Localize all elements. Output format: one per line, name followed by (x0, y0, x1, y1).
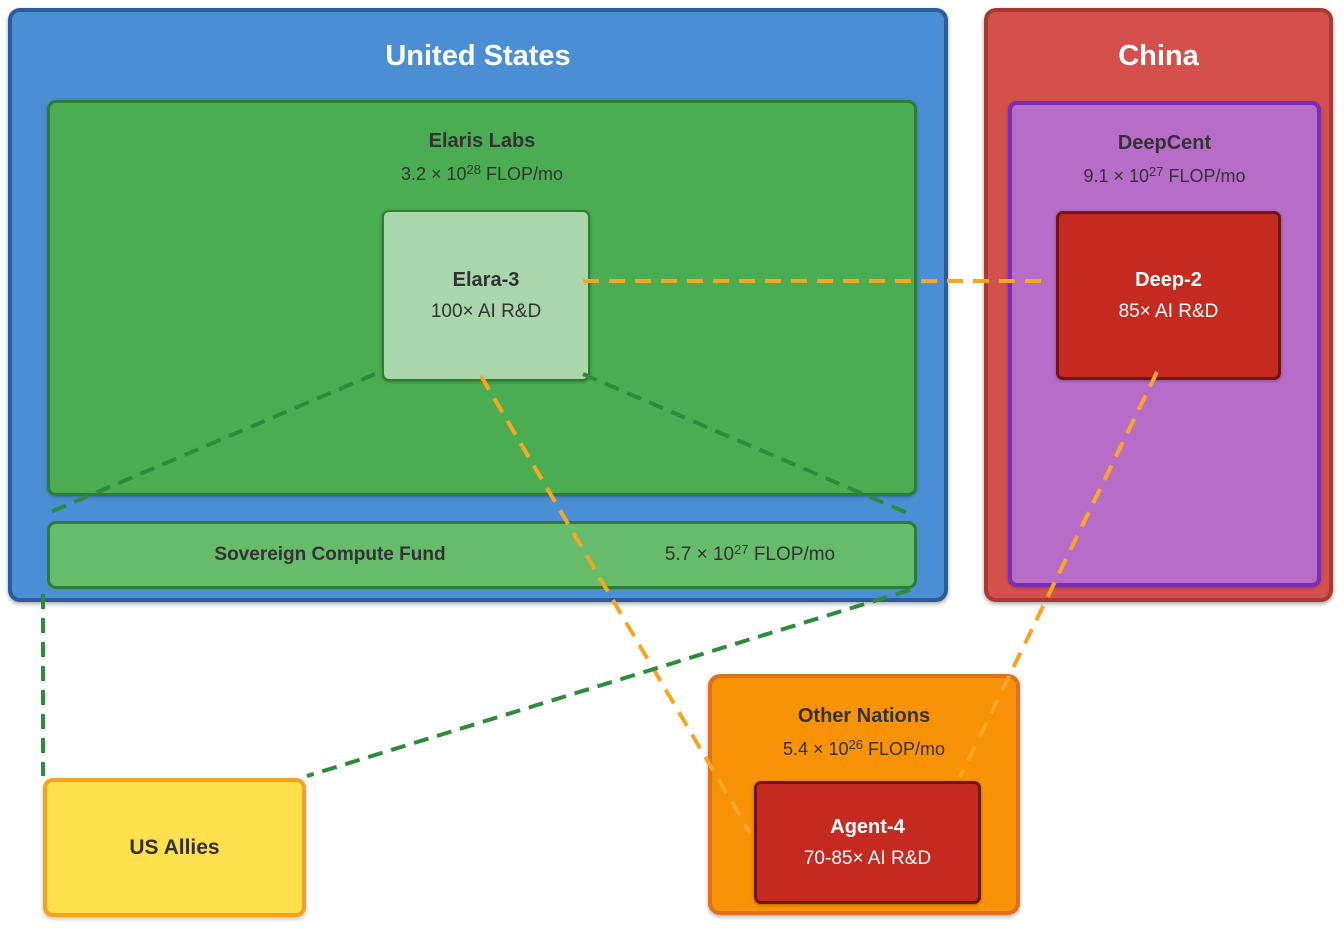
china-title: China (1118, 40, 1199, 72)
other-nations-compute: 5.4 × 1026 FLOP/mo (712, 738, 1016, 760)
deepcent-compute: 9.1 × 1027 FLOP/mo (1012, 165, 1317, 187)
elaris-labs-box: Elaris Labs 3.2 × 1028 FLOP/mo Elara-3 1… (47, 100, 917, 496)
sovereign-compute-fund-title: Sovereign Compute Fund (214, 544, 446, 565)
elaris-labs-compute: 3.2 × 1028 FLOP/mo (50, 163, 914, 185)
us-allies-title: US Allies (129, 835, 220, 859)
deep2-title: Deep-2 (1135, 269, 1202, 291)
elara3-model-box: Elara-3 100× AI R&D (382, 210, 590, 381)
other-nations-header: Other Nations 5.4 × 1026 FLOP/mo (712, 704, 1016, 760)
compute-value: 5.7 × 10 (664, 544, 735, 565)
deepcent-box: DeepCent 9.1 × 1027 FLOP/mo Deep-2 85× A… (1008, 101, 1321, 587)
compute-unit: FLOP/mo (481, 164, 564, 184)
us-allies-box: US Allies (43, 778, 306, 917)
deep2-model-box: Deep-2 85× AI R&D (1056, 211, 1281, 380)
agent4-model-box: Agent-4 70-85× AI R&D (754, 781, 981, 904)
compute-value: 5.4 × 10 (782, 739, 849, 759)
elara3-title: Elara-3 (452, 269, 520, 291)
compute-value: 9.1 × 10 (1083, 166, 1150, 186)
compute-value: 3.2 × 10 (400, 164, 467, 184)
sovereign-compute-fund-compute: 5.7 × 1027 FLOP/mo (664, 542, 836, 566)
compute-exponent: 26 (848, 737, 863, 752)
other-nations-box: Other Nations 5.4 × 1026 FLOP/mo Agent-4… (708, 674, 1020, 915)
compute-exponent: 27 (1149, 164, 1164, 179)
compute-exponent: 28 (466, 162, 481, 177)
deepcent-title: DeepCent (1117, 132, 1212, 154)
united-states-title: United States (385, 40, 571, 72)
agent4-title: Agent-4 (830, 816, 905, 838)
united-states-region: United States Elaris Labs 3.2 × 1028 FLO… (8, 8, 948, 602)
deep2-subtitle: 85× AI R&D (1118, 301, 1219, 322)
compute-unit: FLOP/mo (1163, 166, 1246, 186)
other-nations-title: Other Nations (797, 705, 931, 727)
compute-unit: FLOP/mo (863, 739, 946, 759)
agent4-subtitle: 70-85× AI R&D (803, 848, 932, 869)
china-region: China DeepCent 9.1 × 1027 FLOP/mo Deep-2… (984, 8, 1333, 602)
compute-unit: FLOP/mo (748, 544, 836, 565)
elaris-labs-header: Elaris Labs 3.2 × 1028 FLOP/mo (50, 129, 914, 185)
deepcent-header: DeepCent 9.1 × 1027 FLOP/mo (1012, 131, 1317, 187)
compute-exponent: 27 (734, 542, 749, 557)
elaris-labs-title: Elaris Labs (428, 130, 536, 152)
elara3-subtitle: 100× AI R&D (430, 301, 542, 322)
sovereign-compute-fund-box: Sovereign Compute Fund 5.7 × 1027 FLOP/m… (47, 521, 917, 589)
